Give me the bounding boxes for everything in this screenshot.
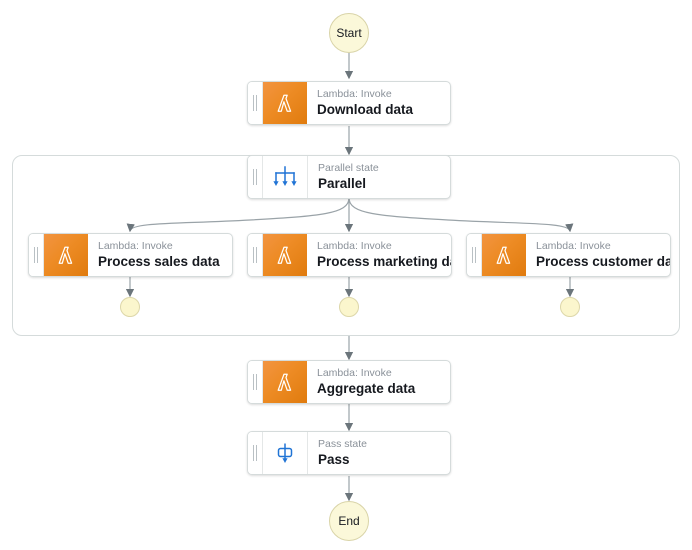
- state-name-label: Process sales data: [98, 254, 220, 269]
- lambda-icon: [263, 234, 307, 276]
- state-node-parallel[interactable]: Parallel state Parallel: [247, 155, 451, 199]
- drag-handle[interactable]: [29, 234, 44, 276]
- start-label: Start: [336, 26, 362, 40]
- state-type-label: Pass state: [318, 438, 368, 450]
- end-label: End: [338, 514, 360, 528]
- state-type-label: Parallel state: [318, 162, 379, 174]
- state-node-process-sales-data[interactable]: Lambda: Invoke Process sales data: [28, 233, 233, 277]
- lambda-icon: [263, 82, 307, 124]
- drag-handle[interactable]: [248, 234, 263, 276]
- drag-handle[interactable]: [248, 432, 263, 474]
- drag-handle[interactable]: [467, 234, 482, 276]
- branch-end-circle-marketing: [339, 297, 359, 317]
- state-node-process-marketing-data[interactable]: Lambda: Invoke Process marketing data: [247, 233, 452, 277]
- lambda-icon: [44, 234, 88, 276]
- state-node-download-data[interactable]: Lambda: Invoke Download data: [247, 81, 451, 125]
- lambda-icon: [482, 234, 526, 276]
- state-node-aggregate-data[interactable]: Lambda: Invoke Aggregate data: [247, 360, 451, 404]
- state-node-process-customer-data[interactable]: Lambda: Invoke Process customer data: [466, 233, 671, 277]
- drag-handle[interactable]: [248, 82, 263, 124]
- state-name-label: Pass: [318, 452, 350, 467]
- state-name-label: Process marketing data: [317, 254, 451, 269]
- drag-handle[interactable]: [248, 156, 263, 198]
- drag-handle[interactable]: [248, 361, 263, 403]
- lambda-icon: [263, 361, 307, 403]
- branch-end-circle-sales: [120, 297, 140, 317]
- state-type-label: Lambda: Invoke: [317, 88, 392, 100]
- state-type-label: Lambda: Invoke: [317, 240, 392, 252]
- state-type-label: Lambda: Invoke: [536, 240, 611, 252]
- parallel-branches-icon: [263, 156, 308, 198]
- start-node[interactable]: Start: [329, 13, 369, 53]
- end-node[interactable]: End: [329, 501, 369, 541]
- state-type-label: Lambda: Invoke: [98, 240, 173, 252]
- state-name-label: Process customer data: [536, 254, 671, 269]
- state-name-label: Download data: [317, 102, 414, 117]
- branch-end-circle-customer: [560, 297, 580, 317]
- state-type-label: Lambda: Invoke: [317, 367, 392, 379]
- state-name-label: Parallel: [318, 176, 367, 191]
- state-node-pass[interactable]: Pass state Pass: [247, 431, 451, 475]
- pass-state-icon: [263, 432, 308, 474]
- state-name-label: Aggregate data: [317, 381, 416, 396]
